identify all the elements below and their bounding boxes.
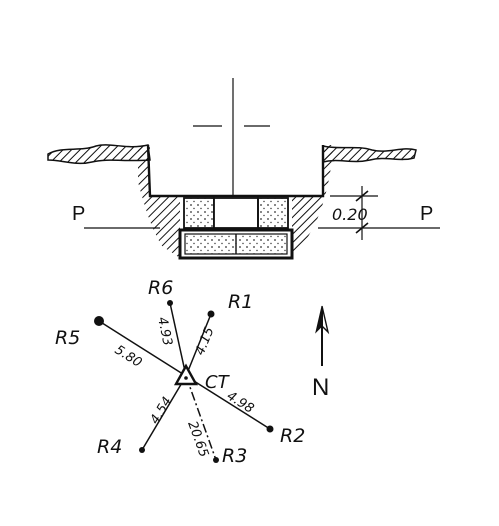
distance-r2: 4.98 <box>224 389 257 417</box>
north-arrow: N <box>312 305 330 401</box>
ray-r3 <box>185 375 217 461</box>
label-r4: R4 <box>97 436 122 458</box>
section-label-right: P <box>420 203 433 225</box>
label-r2: R2 <box>280 425 305 447</box>
block-upper-right <box>257 197 289 229</box>
excavation-section: P P 0.20 <box>47 78 440 260</box>
ray-r1 <box>185 313 212 377</box>
point-r1 <box>207 310 215 318</box>
label-r6: R6 <box>148 277 173 299</box>
point-r4 <box>139 447 145 453</box>
label-r5: R5 <box>55 327 80 349</box>
depth-dimension-label: 0.20 <box>332 205 368 224</box>
block-upper-gap <box>213 197 259 229</box>
point-r3 <box>213 457 219 463</box>
distance-r4: 4.54 <box>148 395 176 428</box>
north-label: N <box>312 374 329 401</box>
point-r2 <box>266 425 274 433</box>
point-r6 <box>167 300 173 306</box>
ground-surface-left <box>47 144 151 165</box>
north-arrow-head-outline <box>321 305 330 335</box>
trench-outline <box>146 144 325 198</box>
center-label: CT <box>205 372 231 393</box>
ray-r4 <box>141 375 187 451</box>
ray-r2 <box>185 375 271 430</box>
block-upper-left <box>183 197 215 229</box>
point-r5 <box>94 316 104 326</box>
dimension-tick-top <box>355 190 369 202</box>
label-r1: R1 <box>228 291 253 313</box>
ground-surface-right <box>322 145 417 163</box>
distance-r1: 4.15 <box>193 325 218 357</box>
trench-wall-left <box>138 145 180 258</box>
reference-sketch: CT R1 R2 R3 R4 R5 R6 4.15 4.98 20.65 4.5… <box>55 277 305 467</box>
center-point <box>184 376 188 380</box>
dimension-tick-bottom <box>355 222 369 234</box>
ray-r5 <box>98 320 187 377</box>
trench-wall-right <box>292 145 333 258</box>
section-label-left: P <box>72 203 85 225</box>
north-arrow-head-icon <box>315 305 323 334</box>
distance-r6: 4.93 <box>154 316 175 347</box>
ray-r6 <box>169 302 187 377</box>
distance-r3: 20.65 <box>184 419 211 459</box>
center-triangle-icon <box>173 363 199 386</box>
label-r3: R3 <box>222 445 247 467</box>
